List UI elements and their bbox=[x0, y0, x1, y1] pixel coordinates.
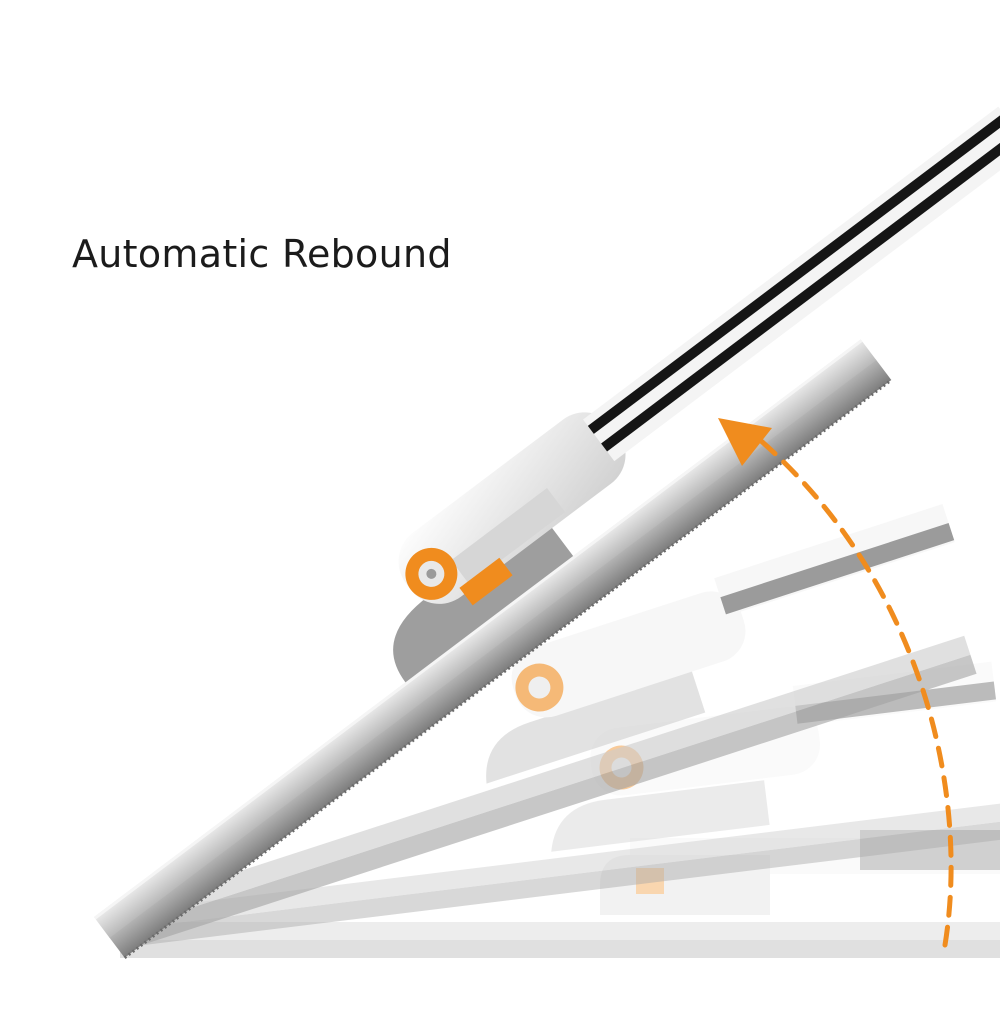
ghost-mop-4 bbox=[120, 830, 1000, 958]
ghost-mop-2 bbox=[108, 504, 977, 952]
headline: Automatic Rebound bbox=[72, 232, 452, 276]
orange-dashed-arc-arrow-icon bbox=[718, 418, 954, 948]
main-mop bbox=[93, 106, 1000, 959]
